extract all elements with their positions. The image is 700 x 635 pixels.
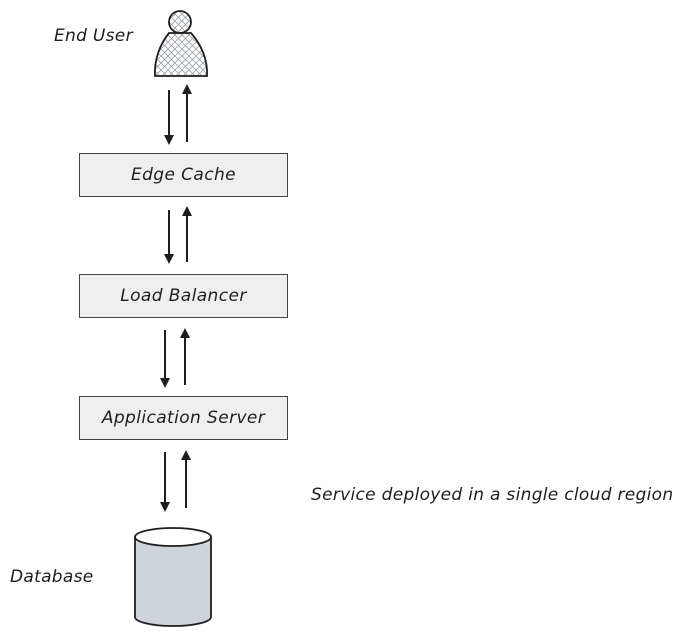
database-icon <box>134 527 212 627</box>
edge-cache-label: Edge Cache <box>130 165 237 185</box>
load-balancer-label: Load Balancer <box>120 286 247 306</box>
application-server-node: Application Server <box>79 396 288 440</box>
database-label: Database <box>10 567 94 587</box>
load-balancer-node: Load Balancer <box>79 274 288 318</box>
user-icon <box>154 10 208 77</box>
end-user-label: End User <box>54 26 133 46</box>
region-note: Service deployed in a single cloud regio… <box>311 485 674 505</box>
application-server-label: Application Server <box>101 408 266 428</box>
edge-cache-node: Edge Cache <box>79 153 288 197</box>
